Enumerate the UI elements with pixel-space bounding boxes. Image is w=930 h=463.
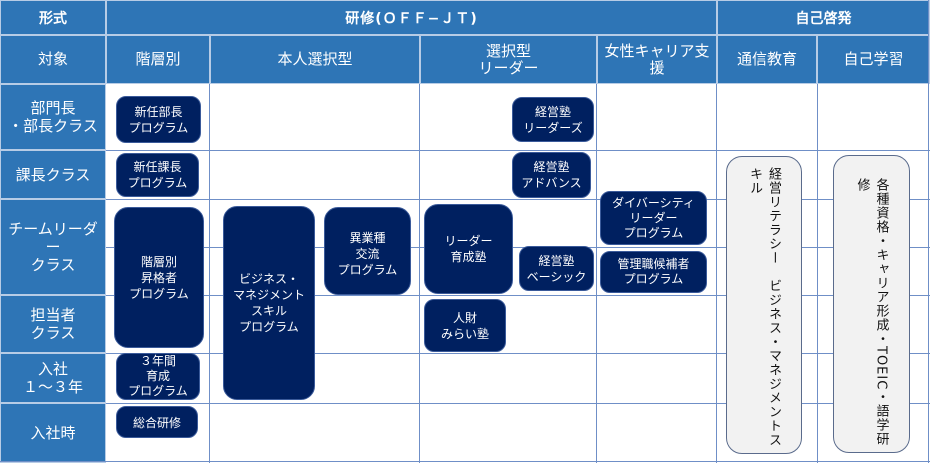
grid-line: [106, 247, 930, 248]
grid-line: [209, 84, 210, 463]
grid-line: [106, 295, 930, 296]
header-self-development: 自己啓発: [717, 0, 930, 35]
row-new-hire: 入社時: [0, 403, 106, 463]
course-correspondence-label: 経営リテラシー ビジネス・マネジメントスキル: [747, 167, 781, 447]
program-talent-future[interactable]: 人財 みらい塾: [424, 299, 506, 352]
header-offjt: 研修(ＯＦＦ−ＪＴ): [106, 0, 717, 35]
program-business-mgmt-skill[interactable]: ビジネス・ マネジメント スキル プログラム: [223, 206, 315, 400]
grid-line: [106, 403, 930, 404]
program-general-training[interactable]: 総合研修: [116, 406, 198, 438]
program-mgmt-candidate[interactable]: 管理職候補者 プログラム: [600, 251, 707, 293]
grid-line: [106, 353, 930, 354]
col-target: 対象: [0, 35, 106, 84]
row-dept-manager: 部門長 ・部長クラス: [0, 84, 106, 150]
program-diversity-leader[interactable]: ダイバーシティ リーダー プログラム: [600, 191, 707, 245]
grid-line: [596, 84, 597, 463]
program-three-year[interactable]: ３年間 育成 プログラム: [116, 353, 200, 400]
col-hierarchy: 階層別: [106, 35, 210, 84]
row-section-manager: 課長クラス: [0, 150, 106, 199]
course-correspondence[interactable]: 経営リテラシー ビジネス・マネジメントスキル: [726, 156, 802, 454]
grid-line: [419, 84, 420, 463]
col-select-leader: 選択型 リーダー: [420, 35, 597, 84]
grid-line: [106, 150, 930, 151]
program-leader-academy[interactable]: リーダー 育成塾: [424, 204, 513, 294]
program-mgmt-basic[interactable]: 経営塾 ベーシック: [519, 246, 594, 291]
grid-line: [928, 0, 929, 463]
col-self-select: 本人選択型: [210, 35, 420, 84]
grid-line: [817, 84, 818, 463]
grid-line: [0, 461, 930, 462]
program-new-dept-manager[interactable]: 新任部長 プログラム: [116, 96, 201, 143]
program-mgmt-advance[interactable]: 経営塾 アドバンス: [512, 152, 591, 198]
col-correspondence: 通信教育: [717, 35, 817, 84]
col-women-career: 女性キャリア支 援: [597, 35, 717, 84]
program-cross-industry[interactable]: 異業種 交流 プログラム: [324, 207, 411, 295]
col-self-study: 自己学習: [817, 35, 930, 84]
header-format: 形式: [0, 0, 106, 35]
program-mgmt-leaders[interactable]: 経営塾 リーダーズ: [512, 97, 594, 142]
course-self-study[interactable]: 各種資格・キャリア形成・TOEIC・語学研修: [833, 155, 910, 453]
row-team-leader: チームリーダー クラス: [0, 199, 106, 295]
grid-line: [106, 199, 930, 200]
grid-line: [716, 84, 717, 463]
program-promotion[interactable]: 階層別 昇格者 プログラム: [114, 207, 204, 348]
course-self-study-label: 各種資格・キャリア形成・TOEIC・語学研修: [854, 178, 889, 447]
row-staff: 担当者 クラス: [0, 295, 106, 353]
row-year1-3: 入社 １～３年: [0, 353, 106, 403]
program-new-section-manager[interactable]: 新任課長 プログラム: [116, 153, 199, 197]
